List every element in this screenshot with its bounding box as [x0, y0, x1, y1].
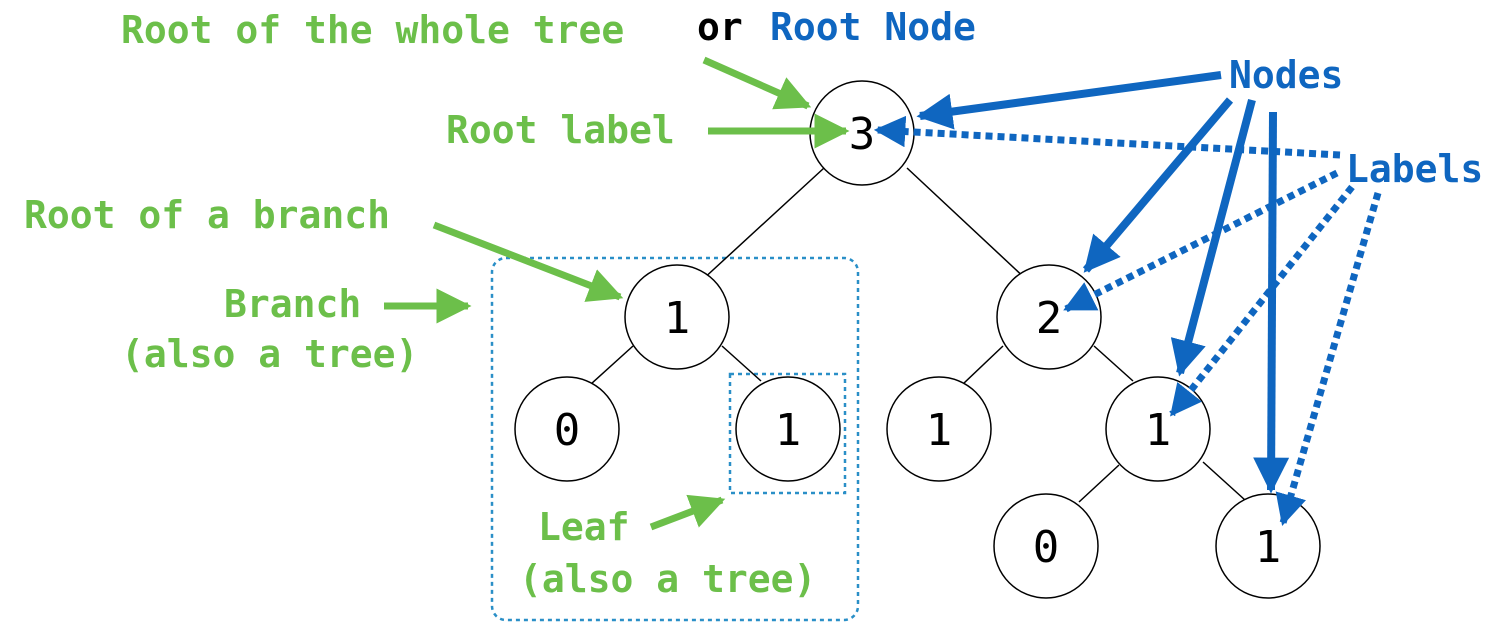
- nodes-arrows: [916, 71, 1290, 494]
- edge: [1202, 461, 1246, 501]
- or-label: or: [697, 5, 743, 49]
- labels-arrows: [873, 115, 1382, 527]
- node-label: 1: [775, 405, 802, 456]
- root-tree-arrow: [702, 56, 812, 110]
- leaf-label: Leaf: [538, 505, 630, 549]
- labels-label: Labels: [1346, 147, 1483, 191]
- nodes-arrow: [916, 71, 1222, 130]
- node-label: 3: [849, 109, 876, 160]
- edge: [1093, 345, 1134, 382]
- node-label: 2: [1036, 293, 1063, 344]
- node-label: 0: [554, 405, 581, 456]
- labels-arrow: [1169, 184, 1355, 417]
- nodes-arrow: [1253, 111, 1290, 494]
- tree-node: 1: [886, 376, 992, 482]
- root-label-text: Root label: [446, 108, 675, 152]
- branch-box: [490, 256, 860, 622]
- tree-nodes: 3 1 2 0 1 1 1 0: [514, 80, 1321, 599]
- tree-node: 0: [514, 376, 620, 482]
- branch-label: Branch: [224, 282, 361, 326]
- node-label: 1: [1255, 522, 1282, 573]
- nodes-label: Nodes: [1229, 53, 1343, 97]
- leaf-box: [728, 372, 847, 495]
- tree-edges: [590, 167, 1246, 503]
- edge: [721, 345, 762, 382]
- edge: [962, 345, 1004, 385]
- edge: [1078, 464, 1120, 503]
- root-of-branch-label: Root of a branch: [24, 193, 390, 237]
- nodes-arrow: [1082, 97, 1234, 273]
- labels-arrow: [873, 115, 1341, 159]
- node-label: 1: [926, 405, 953, 456]
- edge: [700, 167, 825, 282]
- labels-arrow: [1063, 169, 1339, 313]
- root-whole-tree-label: Root of the whole tree: [121, 8, 624, 52]
- node-label: 0: [1033, 522, 1060, 573]
- root-node-label: Root Node: [770, 5, 976, 49]
- node-label: 1: [664, 293, 691, 344]
- tree-node: 0: [993, 493, 1099, 599]
- leaf-arrow: [649, 494, 726, 531]
- tree-node: 1: [735, 376, 841, 482]
- leaf-sub-label: (also a tree): [519, 557, 816, 601]
- root-branch-arrow: [432, 221, 624, 302]
- tree-node: 1: [624, 264, 730, 370]
- green-arrows: [384, 56, 850, 531]
- tree-node: 1: [1215, 493, 1321, 599]
- node-label: 1: [1145, 405, 1172, 456]
- tree-node: 1: [1105, 376, 1211, 482]
- branch-sub-label: (also a tree): [121, 332, 418, 376]
- tree-node: 3: [809, 80, 915, 186]
- edge: [906, 167, 1029, 282]
- tree-node: 2: [996, 264, 1102, 370]
- labels-arrow: [1275, 192, 1382, 527]
- edge: [590, 345, 634, 385]
